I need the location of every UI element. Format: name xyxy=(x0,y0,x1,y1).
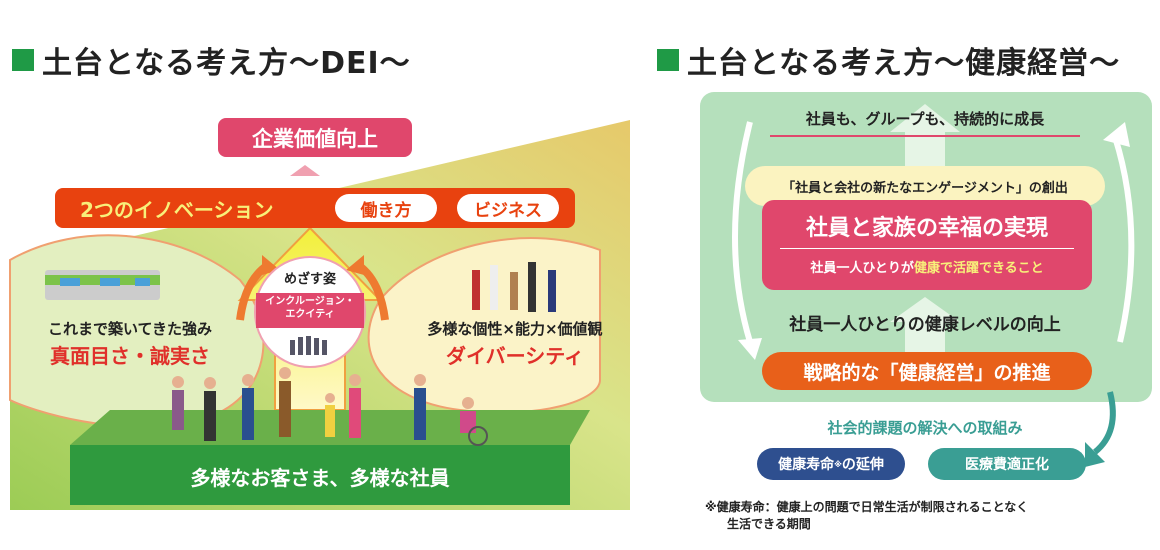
people-icons xyxy=(172,262,556,446)
right-bubble xyxy=(367,237,601,414)
pill-text: の延伸 xyxy=(841,457,884,473)
medical-cost-pill: 医療費適正化 xyxy=(928,448,1086,480)
innovation-bar: 2つのイノベーション 働き方 ビジネス xyxy=(55,188,575,228)
sub-highlight: 健康で活躍できること xyxy=(913,261,1044,276)
sub-prefix: 社員一人ひとりが xyxy=(810,261,914,276)
diversity-traits-text: 多様な個性×能力×価値観 xyxy=(427,320,603,338)
note-mark: ※ xyxy=(834,459,842,469)
base-text: 多様なお客さま、多様な社員 xyxy=(190,466,450,490)
workstyle-pill: 働き方 xyxy=(335,194,437,222)
diversity-text: ダイバーシティ xyxy=(446,344,584,368)
strength-text: これまで築いてきた強み xyxy=(47,320,213,338)
health-section-title: 土台となる考え方〜健康経営〜 xyxy=(657,38,1120,82)
happiness-subtext: 社員一人ひとりが健康で活躍できること xyxy=(762,257,1092,276)
sincerity-text: 真面目さ・誠実さ xyxy=(50,344,210,368)
footnote: ※健康寿命：健康上の問題で日常生活が制限されることなく 生活できる期間 xyxy=(705,499,1028,533)
growth-text: 社員も、グループも、持続的に成長 xyxy=(770,108,1080,137)
health-level-text: 社員一人ひとりの健康レベルの向上 xyxy=(789,315,1061,335)
pill-text: 健康寿命 xyxy=(778,457,835,473)
target-heading: めざす姿 xyxy=(283,272,336,287)
health-title-text: 土台となる考え方〜健康経営〜 xyxy=(687,46,1121,81)
green-square-icon xyxy=(12,49,34,71)
footnote-line: ※健康寿命：健康上の問題で日常生活が制限されることなく xyxy=(705,500,1029,514)
strategy-pill: 戦略的な「健康経営」の推進 xyxy=(762,352,1092,390)
happiness-box: 社員と家族の幸福の実現 社員一人ひとりが健康で活躍できること xyxy=(762,200,1092,290)
happiness-text: 社員と家族の幸福の実現 xyxy=(780,210,1074,249)
healthy-life-pill: 健康寿命※の延伸 xyxy=(757,448,905,480)
dei-title-text: 土台となる考え方〜DEI〜 xyxy=(42,46,411,81)
green-square-icon xyxy=(657,49,679,71)
corporate-value-box: 企業価値向上 xyxy=(218,118,412,157)
social-issues-text: 社会的課題の解決への取組み xyxy=(827,419,1023,437)
footnote-line: 生活できる期間 xyxy=(727,517,811,531)
business-pill: ビジネス xyxy=(457,194,559,222)
innovation-label: 2つのイノベーション xyxy=(80,197,274,222)
dei-section-title: 土台となる考え方〜DEI〜 xyxy=(12,38,411,82)
train-icon xyxy=(45,270,160,300)
engagement-cloud: 「社員と会社の新たなエンゲージメント」の創出 xyxy=(745,166,1105,206)
inclusion-equity-band: インクルージョン・エクイティ xyxy=(265,296,355,320)
